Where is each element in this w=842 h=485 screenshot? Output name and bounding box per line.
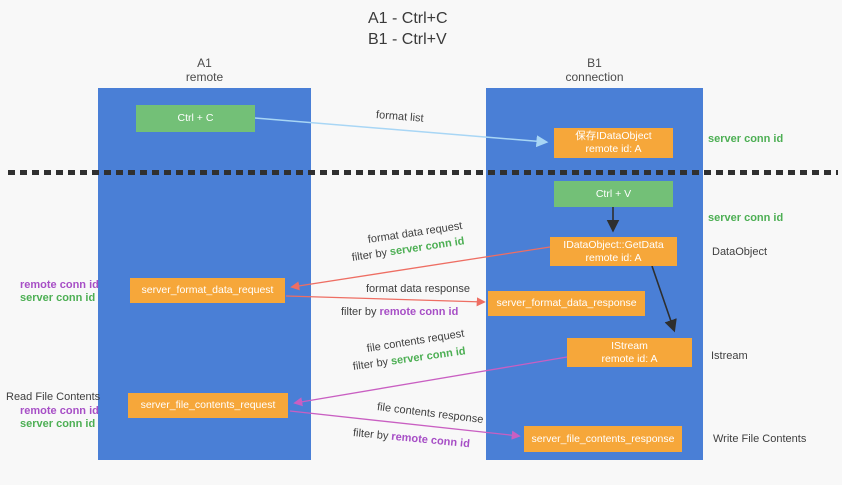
server-file-contents-response-label: server_file_contents_response	[531, 432, 675, 445]
column-b1-id: B1	[587, 56, 602, 70]
format-data-response-label: format data response	[366, 283, 470, 295]
dotted-divider-line	[8, 170, 838, 175]
istream-annotation: Istream	[711, 350, 748, 362]
title-line-b1: B1 - Ctrl+V	[368, 31, 447, 48]
write-file-contents-annotation: Write File Contents	[713, 433, 807, 445]
column-b1-subtitle: connection	[565, 70, 624, 84]
server-conn-id-annotation-mid: server conn id	[708, 212, 784, 224]
istream-line2: remote id: A	[601, 352, 658, 365]
server-conn-id-annotation-format: server conn id	[20, 292, 96, 304]
ctrl-v-label: Ctrl + V	[595, 187, 632, 200]
title-line-a1: A1 - Ctrl+C	[368, 10, 448, 27]
remote-conn-id-text: remote conn id	[379, 306, 459, 318]
ctrl-c-label: Ctrl + C	[177, 112, 214, 124]
diagram-title: A1 - Ctrl+C B1 - Ctrl+V	[368, 8, 448, 50]
server-conn-id-annotation-file: server conn id	[20, 418, 96, 430]
istream-node: IStream remote id: A	[567, 338, 692, 367]
server-file-contents-response-node: server_file_contents_response	[524, 426, 682, 452]
ctrl-c-node: Ctrl + C	[136, 105, 255, 132]
save-idataobject-node: 保存IDataObject remote id: A	[554, 128, 673, 158]
server-format-data-response-node: server_format_data_response	[488, 291, 645, 316]
save-idataobject-line2: remote id: A	[585, 143, 642, 155]
idataobject-getdata-node: IDataObject::GetData remote id: A	[550, 237, 677, 266]
server-format-data-request-label: server_format_data_request	[141, 284, 274, 296]
column-a1-id: A1	[197, 56, 212, 70]
server-file-contents-request-node: server_file_contents_request	[128, 393, 288, 418]
filter-by-text: filter by	[351, 246, 388, 264]
filter-by-text: filter by	[352, 356, 389, 373]
server-conn-id-annotation-top: server conn id	[708, 133, 784, 145]
dataobject-annotation: DataObject	[712, 246, 768, 258]
column-header-a1: A1 remote	[98, 56, 311, 84]
column-a1-subtitle: remote	[185, 70, 224, 84]
format-list-label: format list	[375, 109, 425, 125]
server-file-contents-request-label: server_file_contents_request	[140, 399, 276, 411]
server-format-data-request-node: server_format_data_request	[130, 278, 285, 303]
format-data-response-arrow	[285, 295, 486, 307]
read-file-contents-annotation: Read File Contents	[6, 391, 101, 403]
column-header-b1: B1 connection	[486, 56, 703, 84]
remote-conn-id-text: remote conn id	[390, 430, 471, 451]
remote-conn-id-annotation-file: remote conn id	[20, 405, 99, 417]
getdata-line2: remote id: A	[585, 251, 642, 264]
filter-by-text: filter by	[352, 427, 389, 443]
save-idataobject-line1: 保存IDataObject	[575, 130, 652, 142]
istream-line1: IStream	[611, 339, 648, 352]
getdata-line1: IDataObject::GetData	[563, 238, 664, 251]
server-format-data-response-label: server_format_data_response	[496, 297, 637, 309]
remote-conn-id-annotation-format: remote conn id	[20, 279, 99, 291]
file-contents-response-label: file contents response	[376, 401, 485, 427]
ctrl-v-node: Ctrl + V	[554, 181, 673, 207]
filter-by-text: filter by	[341, 306, 377, 318]
